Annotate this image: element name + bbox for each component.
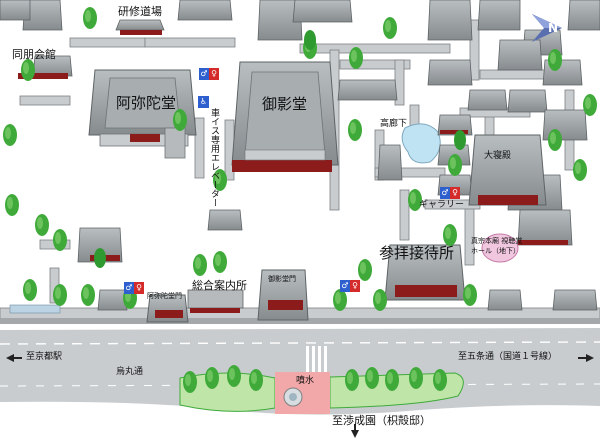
label-shichokaku: 真宗本廟 視聴覚ホール（地下） xyxy=(471,237,523,255)
label-kenshu: 研修道場 xyxy=(118,5,162,18)
amidado-gate xyxy=(146,294,189,323)
label-doboukaikan: 同朋会館 xyxy=(12,48,56,61)
minor-buildings xyxy=(0,0,600,311)
restroom-icon: ♂ xyxy=(124,282,134,294)
wheelchair-icon: ♿ xyxy=(198,96,209,108)
garden-pond xyxy=(401,123,441,164)
goeido-gate xyxy=(257,269,309,321)
label-sanpai: 参拝接待所 xyxy=(379,244,455,262)
amidado-building xyxy=(88,69,197,159)
restroom-icon: ♂ xyxy=(340,280,350,292)
goeido-building xyxy=(231,61,339,172)
svg-text:N: N xyxy=(548,21,558,35)
north-arrow-icon: N xyxy=(532,14,562,42)
label-elevator: 車イス専用エレベーター xyxy=(209,108,219,207)
label-amidado-mon: 阿弥陀堂門 xyxy=(147,292,182,300)
label-amidado: 阿弥陀堂 xyxy=(116,94,177,112)
restroom-icon: ♀ xyxy=(450,187,460,199)
restroom-icon: ♂ xyxy=(440,187,450,199)
restroom-icon: ♀ xyxy=(350,280,360,292)
label-to-shoseien: 至渉成園（枳殻邸） xyxy=(332,414,431,427)
label-goeido: 御影堂 xyxy=(262,95,308,113)
median-garden xyxy=(179,365,464,414)
street-arrows xyxy=(6,354,594,438)
restroom-icon: ♂ xyxy=(199,68,209,80)
label-sogo: 総合案内所 xyxy=(192,279,247,292)
daishinden-building xyxy=(468,134,547,206)
label-goeido-mon: 御影堂門 xyxy=(268,275,296,283)
av-hall-area xyxy=(481,233,519,263)
label-daishinden: 大寝殿 xyxy=(484,151,512,161)
restroom-icon: ♀ xyxy=(209,68,219,80)
sogo-building xyxy=(187,289,244,313)
restroom-icon: ♀ xyxy=(134,282,144,294)
label-funsui: 噴水 xyxy=(296,376,315,386)
label-takarouka: 高廊下 xyxy=(380,119,408,129)
label-to-gojo: 至五条通（国道１号線） xyxy=(458,352,558,362)
label-gallery: ギャラリー xyxy=(419,200,465,210)
label-to-kyoto: 至京都駅 xyxy=(26,352,63,362)
sanpai-building xyxy=(384,244,466,301)
label-karasuma: 烏丸通 xyxy=(116,367,144,377)
